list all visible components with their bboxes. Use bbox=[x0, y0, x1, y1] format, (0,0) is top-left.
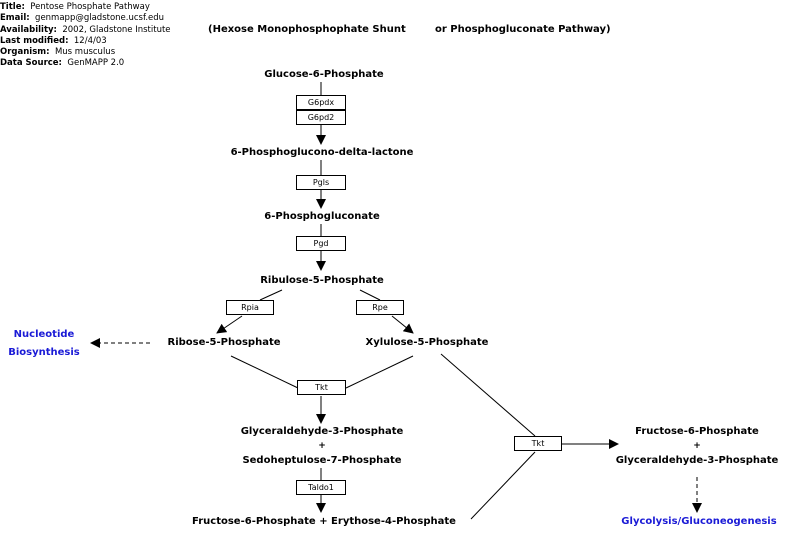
metabolite-6-phosphogluconate: 6-Phosphogluconate bbox=[264, 211, 380, 222]
info-source-row: Data Source: GenMAPP 2.0 bbox=[0, 58, 160, 69]
metabolite-glyceraldehyde-3-phosphate-right: Glyceraldehyde-3-Phosphate bbox=[615, 455, 779, 466]
line-r5p-to-tkt1 bbox=[230, 355, 299, 389]
line-ru5p-to-rpia bbox=[259, 289, 283, 301]
metabolite-ribulose-5-phosphate: Ribulose-5-Phosphate bbox=[260, 275, 384, 286]
metabolite-fructose-6-phosphate-erythose-4-phosphate: Fructose-6-Phosphate + Erythose-4-Phosph… bbox=[192, 516, 456, 527]
info-title-value: Pentose Phosphate Pathway bbox=[30, 2, 150, 12]
info-availability-label: Availability: bbox=[0, 24, 57, 35]
info-source-label: Data Source: bbox=[0, 58, 62, 69]
info-organism-label: Organism: bbox=[0, 47, 50, 58]
line-x5p-to-tkt2 bbox=[440, 353, 536, 437]
info-title-label: Title: bbox=[0, 2, 25, 12]
info-organism-row: Organism: Mus musculus bbox=[0, 47, 160, 58]
plus-sign-right: + bbox=[693, 441, 701, 451]
gene-box-g6pd2[interactable]: G6pd2 bbox=[296, 110, 346, 125]
link-glycolysis-gluconeogenesis[interactable]: Glycolysis/Gluconeogenesis bbox=[621, 516, 777, 527]
info-email-label: Email: bbox=[0, 13, 30, 24]
info-availability-row: Availability: 2002, Gladstone Institute bbox=[0, 24, 171, 36]
metabolite-fructose-6-phosphate: Fructose-6-Phosphate bbox=[635, 426, 759, 437]
gene-box-pgls[interactable]: Pgls bbox=[296, 175, 346, 190]
line-f6pe4p-to-tkt2 bbox=[470, 451, 536, 520]
info-modified-row: Last modified: 12/4/03 bbox=[0, 36, 160, 47]
metabolite-glucose-6-phosphate: Glucose-6-Phosphate bbox=[264, 69, 384, 80]
info-panel: Title: Pentose Phosphate Pathway Email: … bbox=[0, 2, 171, 70]
info-availability-value: 2002, Gladstone Institute bbox=[62, 24, 171, 35]
gene-box-pgd[interactable]: Pgd bbox=[296, 236, 346, 251]
plus-sign: + bbox=[318, 441, 326, 451]
line-ru5p-to-rpe bbox=[359, 289, 381, 301]
metabolite-xylulose-5-phosphate: Xylulose-5-Phosphate bbox=[365, 337, 489, 348]
link-nucleotide-biosynthesis[interactable]: Nucleotide Biosynthesis bbox=[8, 326, 80, 362]
arrow-rpe-to-x5p bbox=[391, 315, 414, 334]
metabolite-sedoheptulose-7-phosphate: Sedoheptulose-7-Phosphate bbox=[242, 455, 402, 466]
gene-box-rpe[interactable]: Rpe bbox=[356, 300, 404, 315]
info-title-row: Title: Pentose Phosphate Pathway bbox=[0, 2, 160, 13]
info-modified-value: 12/4/03 bbox=[73, 35, 107, 46]
line-x5p-to-tkt1 bbox=[345, 355, 414, 389]
link-nucleotide-line2: Biosynthesis bbox=[8, 347, 80, 358]
info-source-value: GenMAPP 2.0 bbox=[67, 58, 125, 69]
metabolite-6-phosphoglucono-delta-lactone: 6-Phosphoglucono-delta-lactone bbox=[230, 147, 414, 158]
gene-box-taldo1[interactable]: Taldo1 bbox=[296, 480, 346, 495]
info-email-value: genmapp@gladstone.ucsf.edu bbox=[35, 13, 165, 24]
gene-box-g6pdx[interactable]: G6pdx bbox=[296, 95, 346, 110]
link-nucleotide-line1: Nucleotide bbox=[13, 329, 75, 340]
metabolite-glyceraldehyde-3-phosphate: Glyceraldehyde-3-Phosphate bbox=[240, 426, 404, 437]
header-right: or Phosphogluconate Pathway) bbox=[435, 24, 611, 35]
gene-box-tkt[interactable]: Tkt bbox=[297, 380, 346, 395]
info-organism-value: Mus musculus bbox=[54, 47, 116, 58]
header-left: (Hexose Monophosphophate Shunt bbox=[208, 24, 406, 35]
gene-box-rpia[interactable]: Rpia bbox=[226, 300, 274, 315]
metabolite-ribose-5-phosphate: Ribose-5-Phosphate bbox=[167, 337, 281, 348]
gene-box-tkt-right[interactable]: Tkt bbox=[514, 436, 562, 451]
arrow-rpia-to-r5p bbox=[216, 315, 243, 334]
info-email-row: Email: genmapp@gladstone.ucsf.edu bbox=[0, 13, 164, 24]
info-modified-label: Last modified: bbox=[0, 35, 69, 46]
